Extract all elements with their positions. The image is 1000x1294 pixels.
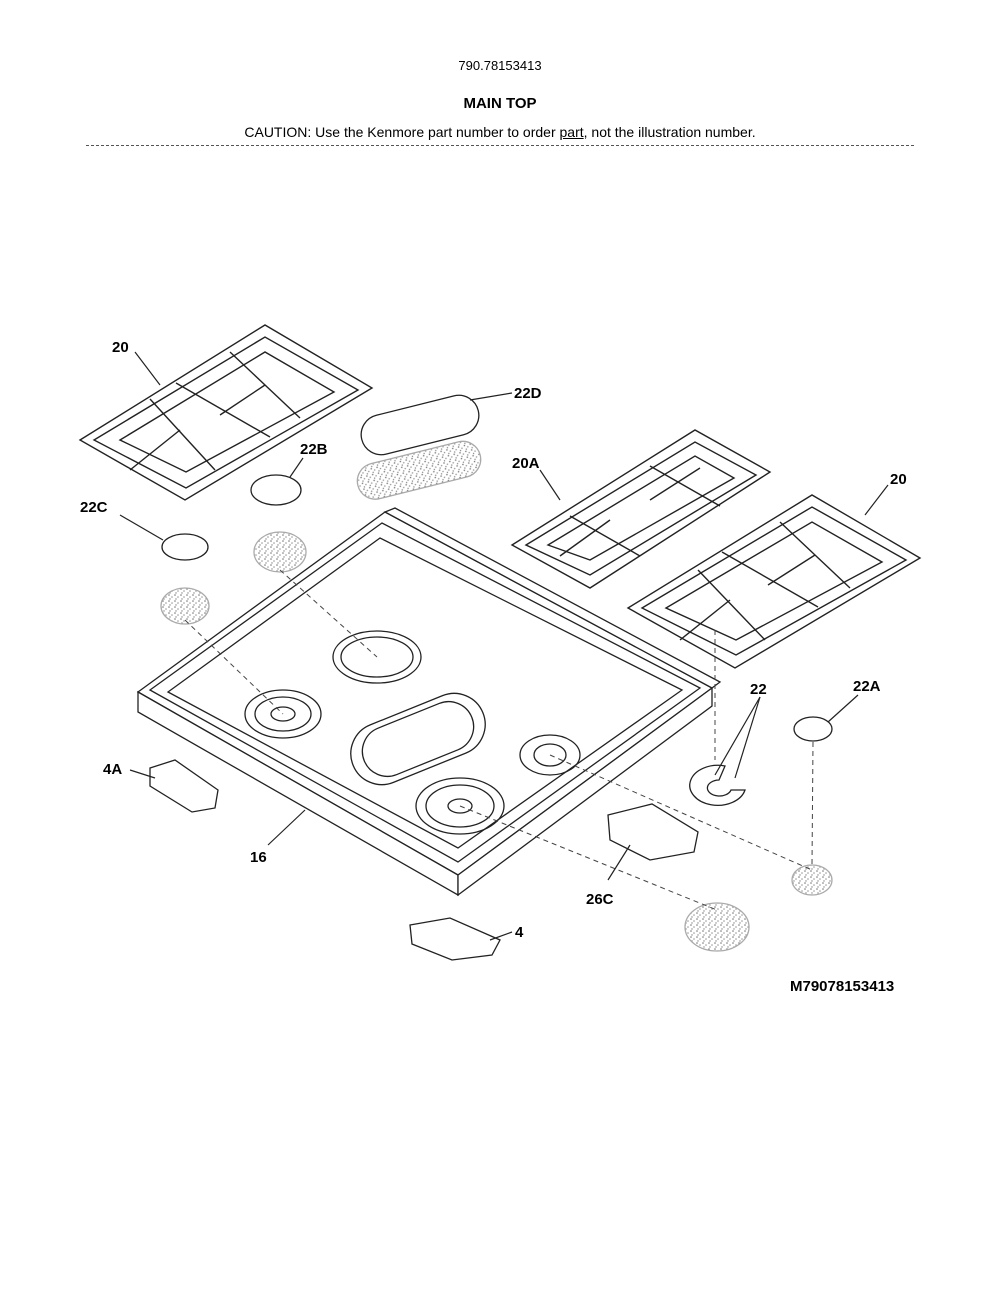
callout-20a: 20A [512,455,540,472]
callout-22: 22 [750,681,767,698]
cap-22a [793,716,833,742]
cap-22c [161,533,209,561]
burner-grate-right [626,494,922,669]
burner-base-22 [684,902,750,952]
burner-caps [160,394,833,952]
cooktop-main-top [136,507,722,897]
bracket-4 [409,917,501,961]
callout-20-right: 20 [890,471,907,488]
caution-note: CAUTION: Use the Kenmore part number to … [0,124,1000,140]
drawing-id: M79078153413 [790,978,895,995]
diagram-title: MAIN TOP [463,95,537,112]
oval-burner-base [356,440,482,500]
caution-underlined-word: part [559,124,584,140]
cap-22b [250,474,302,506]
callout-16: 16 [250,849,267,866]
caution-text-start: CAUTION: Use the Kenmore part number to … [244,124,560,140]
callout-labels: 20 20 20A 22D 22B 22C 22 22A 4A 16 26C 4 [80,339,907,941]
brackets [149,759,699,961]
bracket-26c [607,803,699,861]
oval-cap-22d [360,394,480,456]
header-divider [86,145,914,146]
burner-base-22a [791,864,833,896]
alignment-lines [184,569,814,911]
callout-4a: 4A [103,761,122,778]
callout-20-left: 20 [112,339,129,356]
callout-22d: 22D [514,385,542,402]
callout-22a: 22A [853,678,881,695]
caution-text-end: , not the illustration number. [583,124,756,140]
burner-grate-left [78,324,374,501]
bracket-4a [149,759,219,813]
burner-grate-center [510,429,772,589]
callout-26c: 26C [586,891,614,908]
leader-lines [119,351,889,941]
callout-22c: 22C [80,499,108,516]
burner-base-22b [253,531,307,573]
callout-4: 4 [515,924,524,941]
callout-22b: 22B [300,441,328,458]
burner-base-22c [160,587,210,625]
model-number: 790.78153413 [458,58,542,73]
cap-22 [689,764,746,806]
